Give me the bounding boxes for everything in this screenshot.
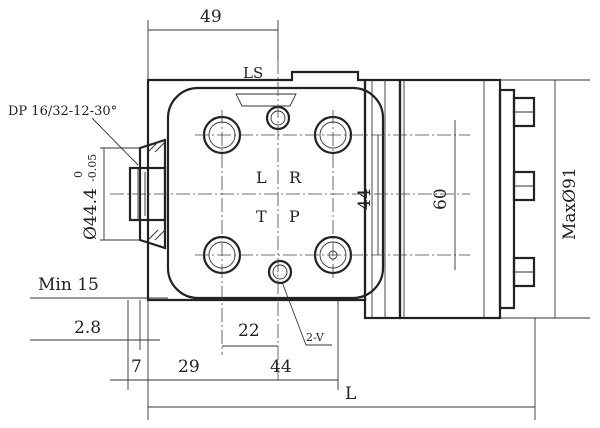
port-l: L — [256, 168, 267, 187]
pilot-tol-lower: -0.05 — [86, 154, 99, 182]
dim-29: 29 — [178, 357, 200, 377]
dim-44-vertical: 44 — [355, 188, 375, 210]
dim-min-15: Min 15 — [38, 275, 99, 295]
pilot-dia-label: Ø44.4 — [81, 188, 101, 240]
dim-7: 7 — [131, 357, 142, 377]
spline-label: DP 16/32-12-30° — [8, 104, 117, 119]
port-p: P — [289, 207, 300, 226]
ls-port-label: LS — [243, 64, 263, 82]
dimension-lines — [30, 20, 590, 420]
dim-length: L — [345, 384, 356, 404]
dim-49: 49 — [200, 7, 222, 27]
pilot-tol-upper: 0 — [72, 171, 85, 178]
dim-2-8: 2.8 — [74, 318, 101, 338]
port-r: R — [289, 168, 302, 187]
bolts — [512, 96, 536, 288]
port-t: T — [256, 207, 267, 226]
max-dia-label: MaxØ91 — [560, 167, 580, 240]
thread-note: 2-V — [306, 331, 325, 344]
dim-44-bottom: 44 — [270, 357, 292, 377]
dim-22: 22 — [238, 321, 260, 341]
dim-60: 60 — [431, 188, 451, 210]
center-lines — [110, 60, 470, 380]
housing — [146, 70, 516, 320]
